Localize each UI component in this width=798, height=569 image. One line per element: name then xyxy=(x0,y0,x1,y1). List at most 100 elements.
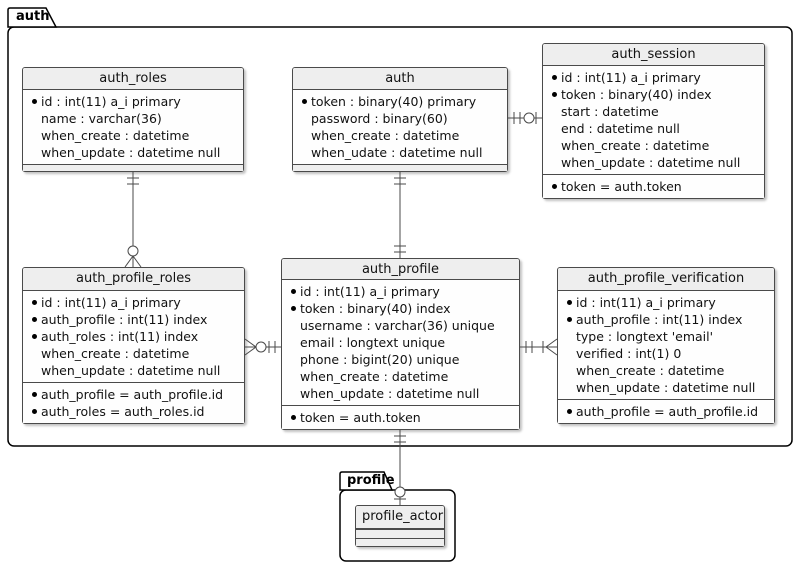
attribute-row: password : binary(60) xyxy=(297,110,503,127)
attribute-row: when_create : datetime xyxy=(27,127,239,144)
attribute-row: when_create : datetime xyxy=(297,127,503,144)
bullet-icon xyxy=(551,184,557,189)
row-text: when_create : datetime xyxy=(300,369,449,384)
bullet-column xyxy=(286,409,300,420)
bullet-column xyxy=(547,69,561,80)
row-text: id : int(11) a_i primary xyxy=(300,284,440,299)
row-text: auth_profile = auth_profile.id xyxy=(41,387,224,402)
bullet-column xyxy=(286,300,300,311)
bullet-icon xyxy=(31,392,37,397)
bullet-column xyxy=(562,311,576,322)
entity-empty-compartment xyxy=(293,164,507,171)
entity-constraints: auth_profile = auth_profile.id auth_roles… xyxy=(23,382,244,423)
row-text: id : int(11) a_i primary xyxy=(576,295,716,310)
row-text: token : binary(40) index xyxy=(300,301,451,316)
attribute-row: id : int(11) a_i primary xyxy=(27,294,240,311)
entity-constraints: auth_profile = auth_profile.id xyxy=(558,399,774,423)
attribute-row: when_create : datetime xyxy=(286,368,515,385)
bullet-column xyxy=(27,311,41,322)
row-text: auth_roles = auth_roles.id xyxy=(41,404,205,419)
attribute-row: when_create : datetime xyxy=(27,345,240,362)
row-text: token = auth.token xyxy=(561,179,682,194)
entity-constraints: token = auth.token xyxy=(282,405,519,429)
row-text: when_create : datetime xyxy=(41,346,190,361)
bullet-icon xyxy=(31,334,37,339)
bullet-icon xyxy=(31,317,37,322)
row-text: name : varchar(36) xyxy=(41,111,162,126)
row-text: token = auth.token xyxy=(300,410,421,425)
bullet-column xyxy=(27,403,41,414)
entity-title: auth_roles xyxy=(23,68,243,90)
row-text: password : binary(60) xyxy=(311,111,448,126)
row-text: when_udate : datetime null xyxy=(311,145,483,160)
bullet-column xyxy=(286,283,300,294)
bullet-icon xyxy=(290,415,296,420)
entity-attributes: id : int(11) a_i primary name : varchar(3… xyxy=(23,90,243,164)
attribute-row: verified : int(1) 0 xyxy=(562,345,770,362)
entity-title: auth_profile xyxy=(282,259,519,280)
bullet-column xyxy=(562,403,576,414)
entity-empty-compartment xyxy=(356,529,444,538)
row-text: when_update : datetime null xyxy=(300,386,480,401)
attribute-row: when_update : datetime null xyxy=(27,144,239,161)
bullet-icon xyxy=(31,409,37,414)
attribute-row: when_update : datetime null xyxy=(562,379,770,396)
bullet-icon xyxy=(566,300,572,305)
attribute-row: email : longtext unique xyxy=(286,334,515,351)
row-text: id : int(11) a_i primary xyxy=(561,70,701,85)
row-text: id : int(11) a_i primary xyxy=(41,94,181,109)
attribute-row: start : datetime xyxy=(547,103,760,120)
attribute-row: auth_profile : int(11) index xyxy=(27,311,240,328)
row-text: end : datetime null xyxy=(561,121,680,136)
row-text: when_update : datetime null xyxy=(41,363,221,378)
row-text: phone : bigint(20) unique xyxy=(300,352,460,367)
constraint-row: token = auth.token xyxy=(286,409,515,426)
entity-title: auth_profile_roles xyxy=(23,268,244,291)
attribute-row: id : int(11) a_i primary xyxy=(27,93,239,110)
row-text: auth_profile : int(11) index xyxy=(576,312,743,327)
attribute-row: when_create : datetime xyxy=(547,137,760,154)
entity-attributes: id : int(11) a_i primary token : binary(4… xyxy=(282,280,519,405)
attribute-row: token : binary(40) index xyxy=(547,86,760,103)
row-text: auth_profile = auth_profile.id xyxy=(576,404,759,419)
constraint-row: auth_profile = auth_profile.id xyxy=(562,403,770,420)
attribute-row: when_update : datetime null xyxy=(27,362,240,379)
bullet-icon xyxy=(290,289,296,294)
attribute-row: type : longtext 'email' xyxy=(562,328,770,345)
attribute-row: token : binary(40) index xyxy=(286,300,515,317)
attribute-row: when_update : datetime null xyxy=(286,385,515,402)
row-text: auth_profile : int(11) index xyxy=(41,312,208,327)
entity-constraints: token = auth.token xyxy=(543,174,764,198)
attribute-row: id : int(11) a_i primary xyxy=(547,69,760,86)
bullet-column xyxy=(27,93,41,104)
row-text: start : datetime xyxy=(561,104,659,119)
bullet-column xyxy=(27,294,41,305)
row-text: type : longtext 'email' xyxy=(576,329,714,344)
bullet-icon xyxy=(566,317,572,322)
row-text: verified : int(1) 0 xyxy=(576,346,682,361)
constraint-row: auth_profile = auth_profile.id xyxy=(27,386,240,403)
attribute-row: when_create : datetime xyxy=(562,362,770,379)
row-text: token : binary(40) primary xyxy=(311,94,477,109)
row-text: when_update : datetime null xyxy=(576,380,756,395)
bullet-icon xyxy=(31,99,37,104)
entity-profile_actor: profile_actor xyxy=(355,505,445,547)
entity-title: auth_profile_verification xyxy=(558,268,774,291)
entity-attributes: token : binary(40) primary password : bin… xyxy=(293,90,507,164)
row-text: when_update : datetime null xyxy=(561,155,741,170)
entity-empty-compartment xyxy=(356,538,444,546)
entity-auth: auth token : binary(40) primary password :… xyxy=(292,67,508,172)
row-text: username : varchar(36) unique xyxy=(300,318,495,333)
attribute-row: auth_roles : int(11) index xyxy=(27,328,240,345)
bullet-icon xyxy=(551,92,557,97)
attribute-row: end : datetime null xyxy=(547,120,760,137)
row-text: when_create : datetime xyxy=(41,128,190,143)
entity-title: auth xyxy=(293,68,507,90)
row-text: when_update : datetime null xyxy=(41,145,221,160)
